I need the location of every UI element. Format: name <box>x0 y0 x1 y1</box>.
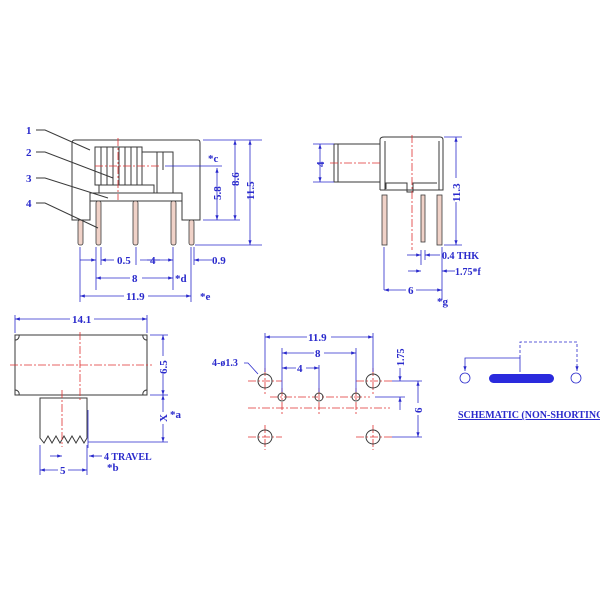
pin <box>170 200 177 246</box>
extension-lines <box>165 139 262 246</box>
centerline <box>330 135 413 250</box>
note-c: *c <box>208 153 219 165</box>
hole-label: 4-ø1.3 <box>212 358 238 369</box>
dim-5: 5 <box>60 465 66 477</box>
pin <box>132 200 139 246</box>
slider-knob <box>94 146 155 194</box>
actuator <box>39 397 88 445</box>
centerline <box>95 138 160 200</box>
mount-hole <box>257 373 273 389</box>
dim-0-5: 0.5 <box>117 255 131 267</box>
dim-travel: 4 TRAVEL <box>104 452 152 463</box>
dim-0-9: 0.9 <box>212 255 226 267</box>
cover <box>142 151 174 193</box>
dim-4: 4 <box>297 363 303 375</box>
dim-5-8: 5.8 <box>212 186 224 200</box>
note-e: *e <box>200 291 211 303</box>
schematic: SCHEMATIC (NON-SHORTING) <box>458 341 600 421</box>
dim-11-3: 11.3 <box>451 183 463 202</box>
part-label-3: 3 <box>26 173 32 185</box>
extension-lines <box>264 333 422 438</box>
terminal-left <box>459 372 471 384</box>
leader-line <box>244 362 259 375</box>
pin <box>436 194 443 246</box>
dim-x: X <box>158 414 170 422</box>
dim-14-1: 14.1 <box>72 314 91 326</box>
dim-8-6: 8.6 <box>230 172 242 186</box>
centerline <box>10 332 152 447</box>
part-label-1: 1 <box>26 125 32 137</box>
note-a: *a <box>170 409 182 421</box>
pin-hole <box>314 392 324 402</box>
terminal-right <box>570 372 582 384</box>
dim-8: 8 <box>132 273 138 285</box>
part-label-4: 4 <box>26 198 32 210</box>
pin <box>188 219 195 246</box>
dim-6-5: 6.5 <box>158 360 170 374</box>
mount-hole <box>365 429 381 445</box>
contact-bar <box>489 374 554 383</box>
dim-4: 4 <box>315 161 327 167</box>
pin <box>381 194 388 246</box>
top-view: 14.1 6.5 X *a 4 TRAVEL *b 5 <box>10 313 182 477</box>
pin-hole <box>277 392 287 402</box>
dim-1-75: 1.75 <box>396 349 407 367</box>
pin <box>420 194 426 243</box>
dim-11-5: 11.5 <box>245 181 257 200</box>
dim-4: 4 <box>150 255 156 267</box>
centerlines <box>248 368 392 450</box>
note-g: *g <box>437 296 449 308</box>
dim-11-9: 11.9 <box>308 332 327 344</box>
housing <box>379 136 444 193</box>
dim-thk: 0.4 THK <box>442 251 479 262</box>
mount-hole <box>365 373 381 389</box>
alternate-line <box>519 341 579 371</box>
dim-1-75-f: 1.75*f <box>455 267 482 278</box>
pin <box>77 219 84 246</box>
note-b: *b <box>107 462 119 474</box>
schematic-title: SCHEMATIC (NON-SHORTING) <box>458 410 600 421</box>
part-label-2: 2 <box>26 147 32 159</box>
front-view: 1 2 3 4 5.8 8.6 11.5 *c 0.5 4 0.9 8 *d 1… <box>26 125 262 303</box>
common-line <box>463 357 521 372</box>
pin <box>95 200 102 246</box>
leader-lines <box>36 129 114 229</box>
pcb-layout: 11.9 8 4 4-ø1.3 1.75 6 <box>212 331 425 450</box>
dim-8: 8 <box>315 348 321 360</box>
mount-hole <box>257 429 273 445</box>
pin-hole <box>351 392 361 402</box>
dim-6: 6 <box>413 407 425 413</box>
extension-lines <box>14 315 168 475</box>
dim-11-9: 11.9 <box>126 291 145 303</box>
extension-lines <box>79 247 195 302</box>
note-d: *d <box>175 273 187 285</box>
side-view: 4 11.3 0.4 THK 1.75*f 6 *g <box>313 135 482 308</box>
dim-6: 6 <box>408 285 414 297</box>
